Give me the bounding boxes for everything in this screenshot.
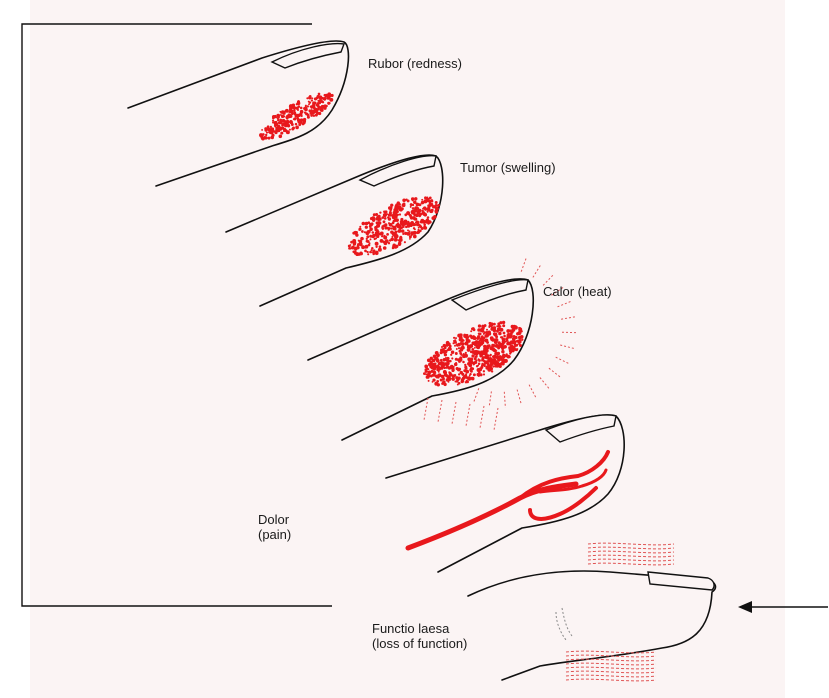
label-functio-laesa: Functio laesa	[372, 621, 449, 636]
label-tumor: Tumor (swelling)	[460, 160, 556, 175]
finger-rubor	[128, 41, 348, 186]
finger-tumor	[226, 155, 443, 306]
label-functio-laesa-sub: (loss of function)	[372, 636, 467, 651]
finger-calor	[308, 257, 578, 440]
label-dolor: Dolor	[258, 512, 289, 527]
finger-functio-laesa	[468, 543, 715, 681]
swelling-waves-top	[588, 543, 674, 565]
label-dolor-sub: (pain)	[258, 527, 291, 542]
pointer-arrowhead	[738, 601, 752, 613]
label-calor: Calor (heat)	[543, 284, 612, 299]
label-rubor: Rubor (redness)	[368, 56, 462, 71]
